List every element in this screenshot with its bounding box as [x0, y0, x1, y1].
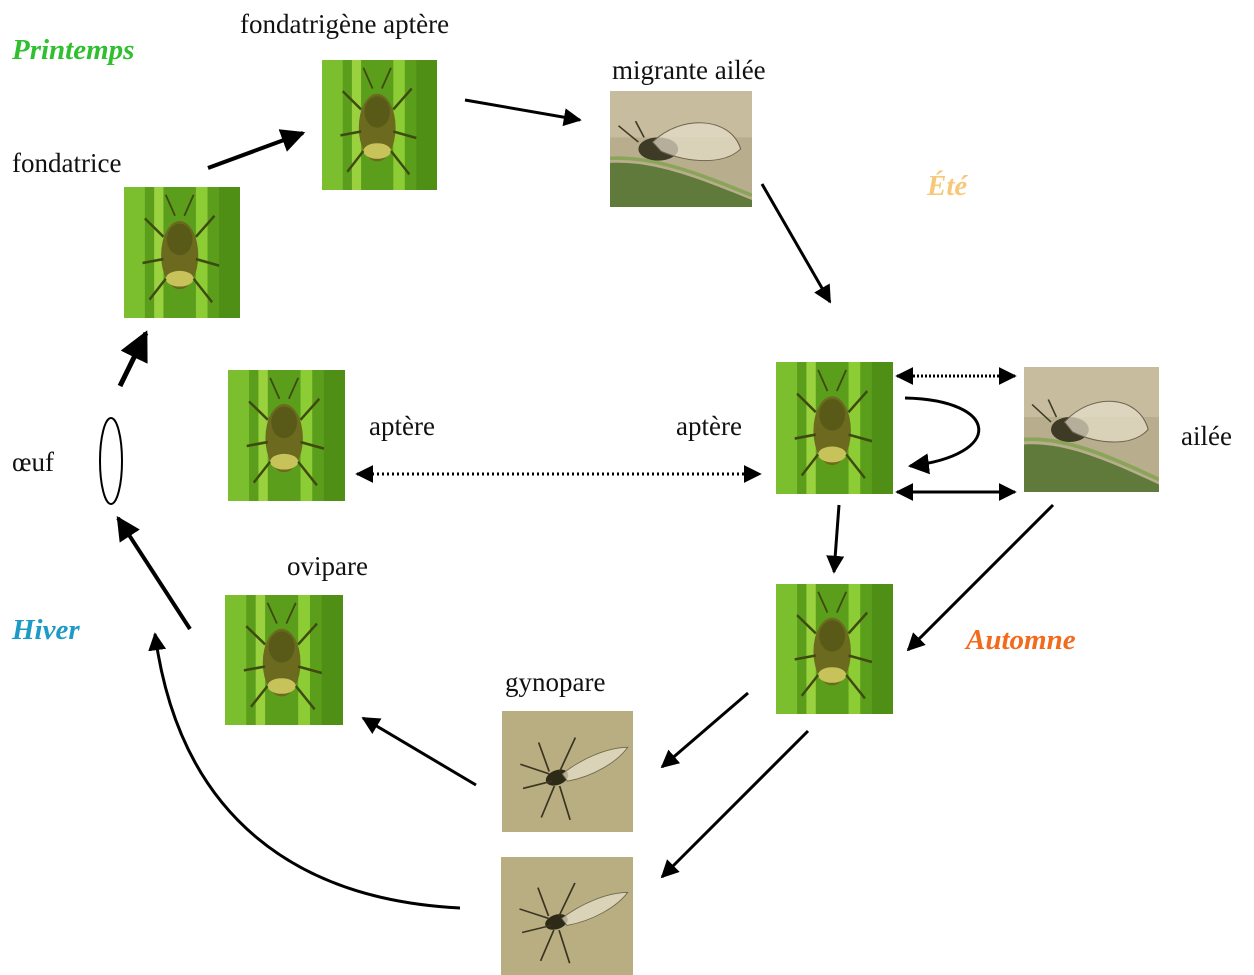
label-ovipare: ovipare [287, 551, 368, 581]
egg-shape [99, 417, 123, 505]
label-migrante-ailee: migrante ailée [612, 55, 766, 85]
season-winter: Hiver [12, 614, 80, 646]
label-gynopare: gynopare [505, 667, 606, 697]
label-ailee: ailée [1181, 421, 1232, 451]
label-aptere-left: aptère [369, 411, 435, 441]
label-fondatrigene-aptere: fondatrigène aptère [240, 9, 450, 39]
label-aptere-right: aptère [676, 411, 742, 441]
season-autumn: Automne [966, 624, 1076, 656]
label-oeuf: œuf [12, 447, 54, 477]
label-fondatrice: fondatrice [12, 148, 122, 178]
season-spring: Printemps [12, 34, 135, 66]
season-summer: Été [927, 170, 968, 202]
